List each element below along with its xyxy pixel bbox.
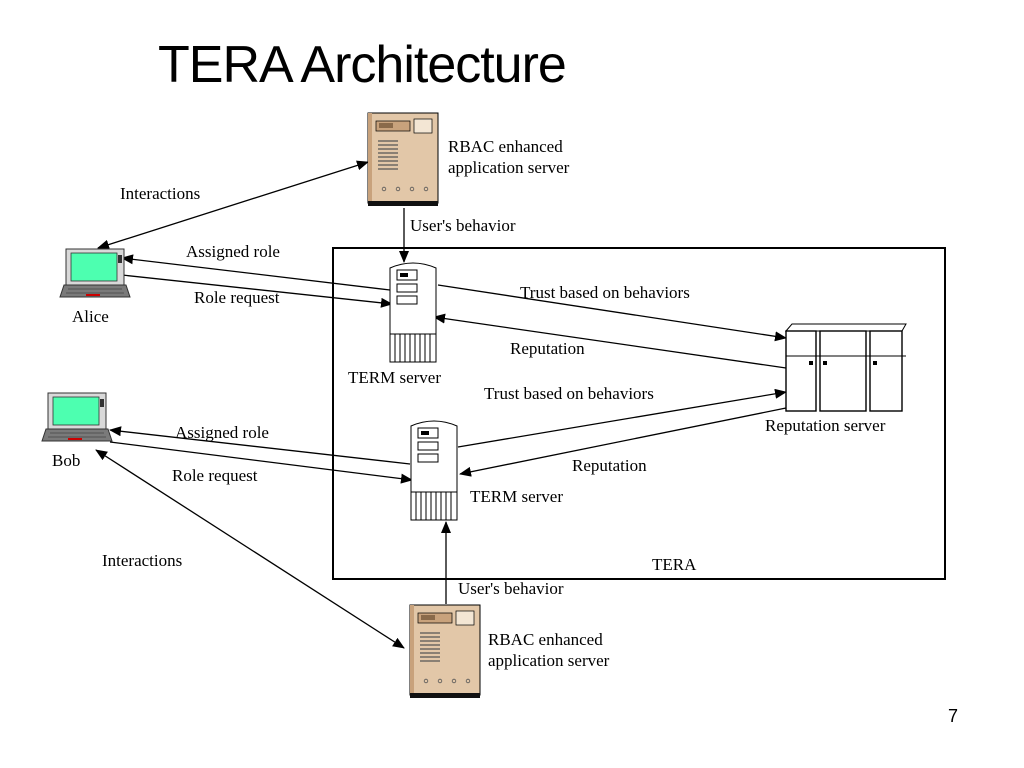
page-number: 7 — [948, 706, 959, 726]
interactions-top-label: Interactions — [120, 184, 200, 203]
alice-label: Alice — [72, 307, 109, 326]
assigned-role-bob-label: Assigned role — [175, 423, 269, 442]
trust-bottom-label: Trust based on behaviors — [484, 384, 654, 403]
connectors — [95, 160, 787, 649]
assigned-role-alice-arrow — [121, 254, 391, 291]
term-bottom-tower-server-icon — [410, 420, 458, 521]
rbac-top-application-server-icon — [367, 112, 439, 207]
slide-title: TERA Architecture — [158, 36, 567, 94]
reputation-server-rack-icon — [784, 323, 907, 412]
interactions-alice-arrow — [97, 160, 369, 250]
interactions-bottom-label: Interactions — [102, 551, 182, 570]
rbac-bottom-label-line1: RBAC enhanced — [488, 630, 603, 649]
term-server-top-label: TERM server — [348, 368, 441, 387]
term-server-bottom-label: TERM server — [470, 487, 563, 506]
term-top-tower-server-icon — [389, 262, 437, 363]
reputation-top-label: Reputation — [510, 339, 585, 358]
tera-boundary — [332, 247, 946, 580]
users-behavior-bottom-label: User's behavior — [458, 579, 564, 598]
tera-label: TERA — [652, 555, 697, 574]
rbac-bottom-label-line2: application server — [488, 651, 610, 670]
bob-laptop-icon — [41, 392, 113, 442]
users-behavior-top-label: User's behavior — [410, 216, 516, 235]
assigned-role-alice-label: Assigned role — [186, 242, 280, 261]
rbac-bottom-application-server-icon — [409, 604, 481, 699]
role-request-alice-label: Role request — [194, 288, 280, 307]
reputation-top-arrow — [433, 313, 787, 369]
role-request-alice-arrow — [121, 274, 393, 308]
reputation-bottom-arrow — [459, 407, 787, 477]
trust-bottom-arrow — [457, 388, 787, 448]
interactions-bob-arrow — [95, 449, 405, 649]
bob-label: Bob — [52, 451, 80, 470]
rbac-top-label-line1: RBAC enhanced — [448, 137, 563, 156]
reputation-bottom-label: Reputation — [572, 456, 647, 475]
alice-laptop-icon — [59, 248, 131, 298]
trust-top-arrow — [437, 284, 787, 342]
role-request-bob-label: Role request — [172, 466, 258, 485]
reputation-server-label: Reputation server — [765, 416, 886, 435]
rbac-top-label-line2: application server — [448, 158, 570, 177]
trust-top-label: Trust based on behaviors — [520, 283, 690, 302]
